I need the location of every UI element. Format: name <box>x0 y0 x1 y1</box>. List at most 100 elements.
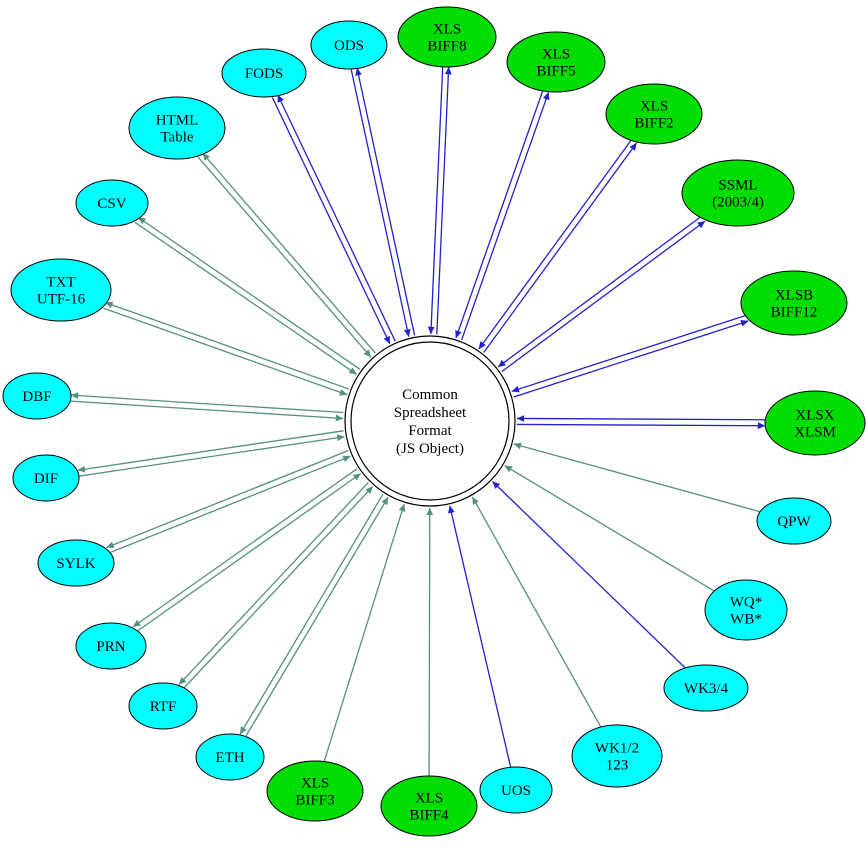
node-shape-qpw <box>756 497 832 545</box>
node-fods: FODS <box>221 48 307 98</box>
node-label-csv: CSV <box>97 196 126 212</box>
edge-xlsb-from-center <box>513 319 749 398</box>
edge-dbf-from-center <box>70 392 344 414</box>
node-shape-ods <box>310 20 388 70</box>
node-shape-fods <box>221 48 307 98</box>
node-label-uos: UOS <box>501 783 531 799</box>
node-shape-rtf <box>128 682 198 730</box>
node-wq-wb: WQ*WB* <box>704 579 788 641</box>
center-outer-circle <box>344 335 516 507</box>
node-dif: DIF <box>12 454 80 502</box>
node-label-fods: FODS <box>245 66 283 82</box>
node-shape-xls-biff5 <box>506 31 606 93</box>
edge-html-table-to-center <box>197 156 372 358</box>
node-eth: ETH <box>195 733 265 781</box>
node-shape-xls-biff3 <box>266 760 364 822</box>
center-inner-circle <box>350 341 510 501</box>
node-label-wq-wb: WQ*WB* <box>730 595 763 628</box>
node-dbf: DBF <box>2 372 72 420</box>
edge-xlsb-to-center <box>511 314 747 393</box>
edge-html-table-from-center <box>202 152 376 354</box>
edge-prn-from-center <box>132 468 358 628</box>
node-shape-xlsx <box>764 390 866 456</box>
edge-ssml-from-center <box>501 220 706 373</box>
edge-fods-from-center <box>277 94 396 342</box>
node-label-eth: ETH <box>215 750 244 766</box>
node-shape-html-table <box>128 96 226 160</box>
node-prn: PRN <box>75 622 147 670</box>
edge-xlsx-from-center <box>516 422 766 430</box>
edge-csv-from-center <box>137 216 361 370</box>
edge-fods-to-center <box>271 97 391 345</box>
edge-ods-to-center <box>350 69 411 337</box>
node-label-ssml: SSML(2003/4) <box>712 178 764 211</box>
node-shape-xls-biff4 <box>380 775 478 837</box>
node-shape-xls-biff8 <box>397 6 497 68</box>
node-shape-wq-wb <box>704 579 788 641</box>
edge-csv-to-center <box>134 221 357 375</box>
edge-xls-biff2-from-center <box>483 142 638 353</box>
node-sylk: SYLK <box>37 539 115 587</box>
node-uos: UOS <box>479 766 553 814</box>
node-label-rtf: RTF <box>150 699 177 715</box>
edge-ssml-to-center <box>497 215 702 368</box>
edge-dbf-to-center <box>70 400 344 422</box>
edge-wk12-to-center <box>471 496 602 728</box>
edge-xls-biff5-from-center <box>461 91 550 341</box>
node-label-dbf: DBF <box>22 389 51 405</box>
node-shape-prn <box>75 622 147 670</box>
edge-dif-to-center <box>78 434 345 477</box>
edge-txt-utf16-to-center <box>103 307 348 396</box>
node-label-prn: PRN <box>96 639 125 655</box>
node-shape-dbf <box>2 372 72 420</box>
node-rtf: RTF <box>128 682 198 730</box>
edge-xls-biff8-from-center <box>436 66 452 335</box>
node-ods: ODS <box>310 20 388 70</box>
edge-wq-wb-to-center <box>504 465 715 592</box>
edge-sylk-to-center <box>108 455 351 554</box>
edge-xls-biff5-to-center <box>455 90 544 339</box>
node-shape-uos <box>479 766 553 814</box>
node-ssml: SSML(2003/4) <box>681 159 795 227</box>
node-shape-wk12 <box>571 724 663 788</box>
edge-ods-from-center <box>355 67 416 336</box>
node-shape-xls-biff2 <box>605 83 703 145</box>
node-wk34: WK3/4 <box>663 664 749 712</box>
node-shape-sylk <box>37 539 115 587</box>
node-shape-txt-utf16 <box>10 258 112 322</box>
edge-xls-biff4-to-center <box>426 507 434 777</box>
edge-xls-biff8-to-center <box>427 66 444 335</box>
node-label-wk34: WK3/4 <box>684 681 729 697</box>
edge-prn-to-center <box>136 473 362 633</box>
edge-rtf-to-center <box>182 486 374 690</box>
edge-uos-to-center <box>448 505 512 768</box>
node-shape-csv <box>75 179 149 227</box>
node-shape-wk34 <box>663 664 749 712</box>
node-label-sylk: SYLK <box>56 556 95 572</box>
node-shape-eth <box>195 733 265 781</box>
node-shape-ssml <box>681 159 795 227</box>
node-label-ods: ODS <box>334 38 364 54</box>
node-qpw: QPW <box>756 497 832 545</box>
